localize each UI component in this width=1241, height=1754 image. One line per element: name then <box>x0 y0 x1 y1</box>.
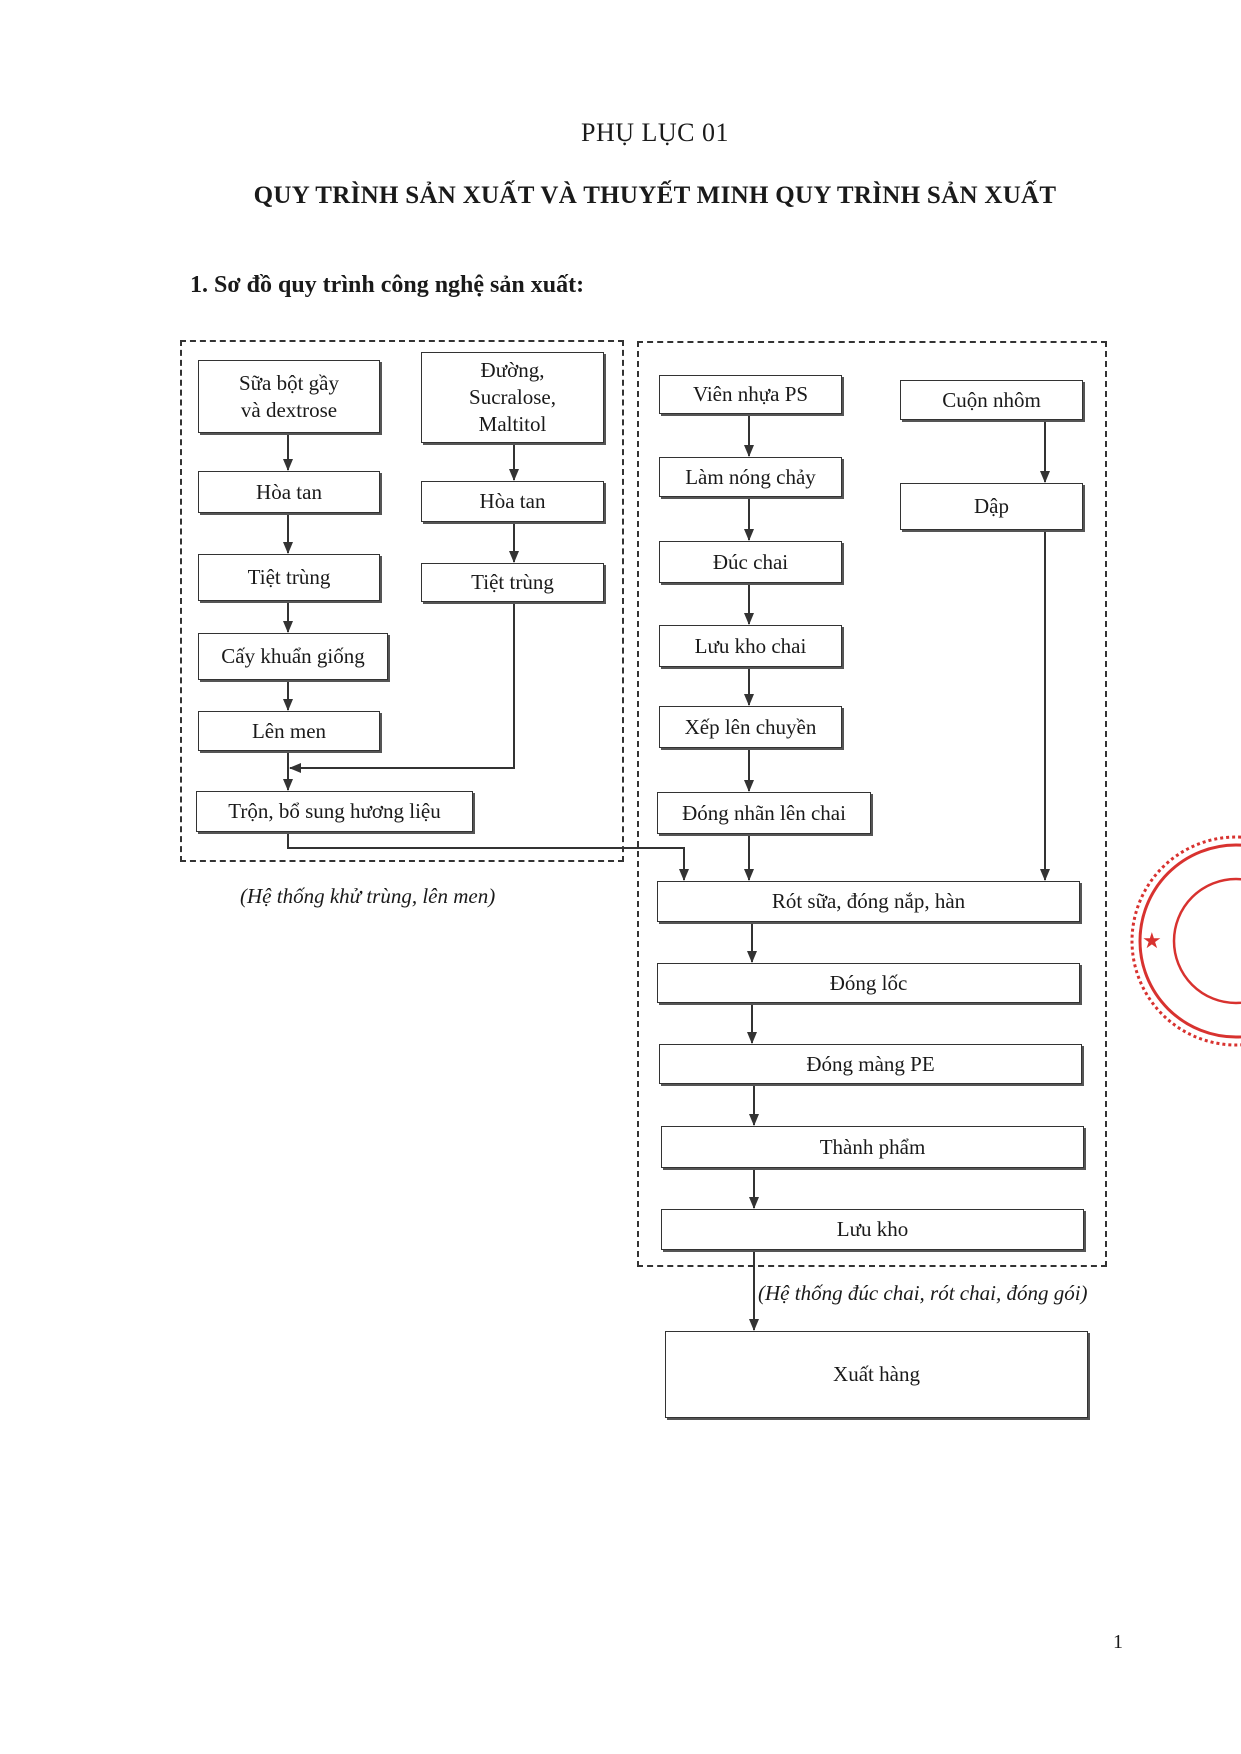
step-dissolve-milk: Hòa tan <box>198 471 380 513</box>
svg-text:★: ★ <box>1142 928 1162 953</box>
step-stamping: Dập <box>900 483 1083 530</box>
step-dispatch: Xuất hàng <box>665 1331 1088 1418</box>
document-title: QUY TRÌNH SẢN XUẤT VÀ THUYẾT MINH QUY TR… <box>253 182 1057 209</box>
appendix-title: PHỤ LỤC 01 <box>580 118 729 147</box>
step-dissolve-sugar: Hòa tan <box>421 481 604 522</box>
step-fill-cap-seal: Rót sữa, đóng nắp, hàn <box>657 881 1080 922</box>
step-aluminum-roll: Cuộn nhôm <box>900 380 1083 420</box>
step-inoculate-culture: Cấy khuẩn giống <box>198 633 388 680</box>
fermentation-system-caption: (Hệ thống khử trùng, lên men) <box>240 884 496 908</box>
company-seal: ★ <box>1124 830 1241 1052</box>
step-pe-wrap: Đóng màng PE <box>659 1044 1082 1084</box>
bottling-system-caption: (Hệ thống đúc chai, rót chai, đóng gói) <box>758 1281 1088 1305</box>
step-bottle-storage: Lưu kho chai <box>659 625 842 667</box>
page-number: 1 <box>1113 1631 1123 1653</box>
section-heading: 1. Sơ đồ quy trình công nghệ sản xuất: <box>190 272 585 298</box>
step-finished-product: Thành phẩm <box>661 1126 1084 1168</box>
step-melting: Làm nóng chảy <box>659 457 842 497</box>
step-warehouse-storage: Lưu kho <box>661 1209 1084 1250</box>
step-ps-pellets: Viên nhựa PS <box>659 375 842 414</box>
step-sterilize-milk: Tiệt trùng <box>198 554 380 601</box>
step-labeling: Đóng nhãn lên chai <box>657 792 871 834</box>
bottling-system-boundary <box>637 341 1107 1267</box>
step-pack-into-blocks: Đóng lốc <box>657 963 1080 1003</box>
step-mix-add-flavor: Trộn, bổ sung hương liệu <box>196 791 473 832</box>
step-skim-milk-dextrose: Sữa bột gầy và dextrose <box>198 360 380 433</box>
fermentation-system-boundary <box>180 340 624 862</box>
step-sugar-sweeteners: Đường, Sucralose, Maltitol <box>421 352 604 443</box>
step-fermentation: Lên men <box>198 711 380 751</box>
step-sterilize-sugar: Tiệt trùng <box>421 563 604 602</box>
step-load-onto-line: Xếp lên chuyền <box>659 706 842 748</box>
step-bottle-molding: Đúc chai <box>659 541 842 583</box>
